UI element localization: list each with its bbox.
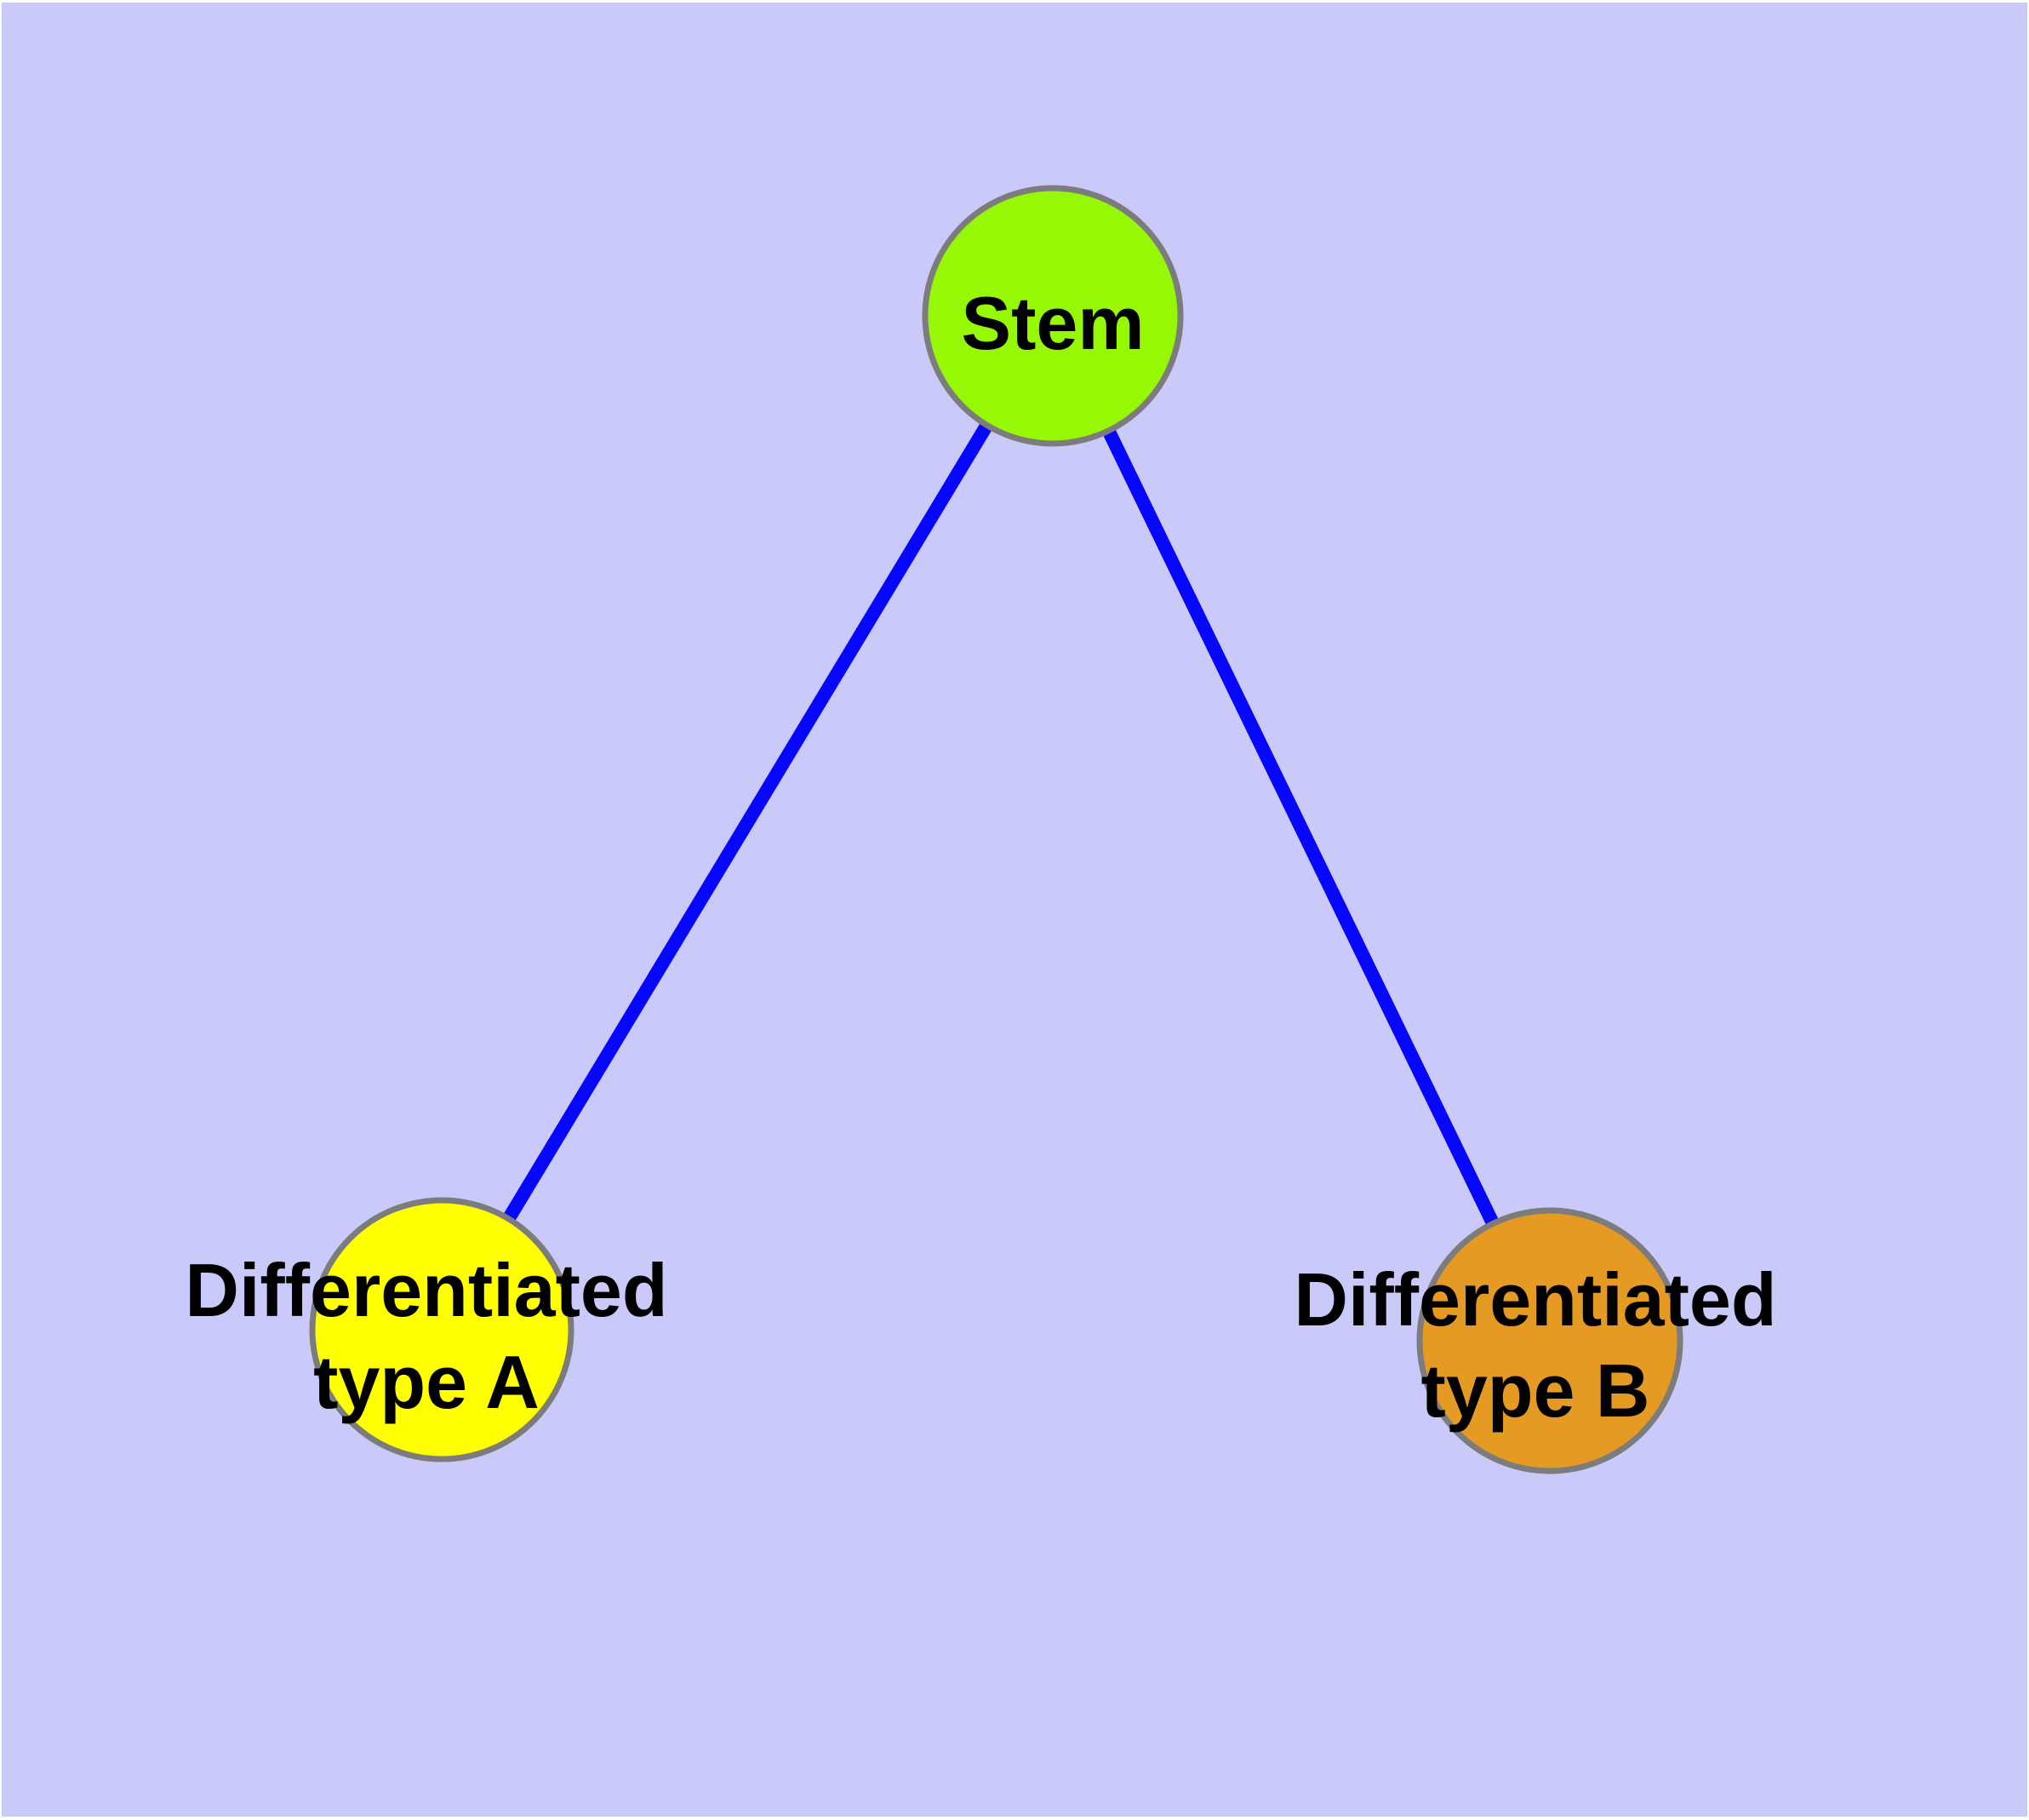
- node-differentiated-type-a-label-line2: type A: [313, 1340, 540, 1424]
- edge-stem-to-differentiated-type-b: [1046, 312, 1557, 1344]
- node-stem-label: Stem: [961, 281, 1144, 365]
- edge-stem-to-differentiated-type-a: [436, 312, 1059, 1334]
- node-differentiated-type-b-circle: [1416, 1207, 1683, 1474]
- node-differentiated-type-a: Differentiated type A: [185, 1197, 668, 1462]
- node-stem: Stem: [922, 185, 1184, 447]
- node-differentiated-type-b-label-line1: Differentiated: [1294, 1257, 1776, 1342]
- node-differentiated-type-b: Differentiated type B: [1294, 1207, 1777, 1474]
- node-differentiated-type-b-label-line2: type B: [1421, 1348, 1650, 1433]
- node-differentiated-type-a-circle: [309, 1197, 574, 1462]
- node-differentiated-type-a-label-line1: Differentiated: [185, 1248, 667, 1332]
- node-stem-circle: [922, 185, 1184, 447]
